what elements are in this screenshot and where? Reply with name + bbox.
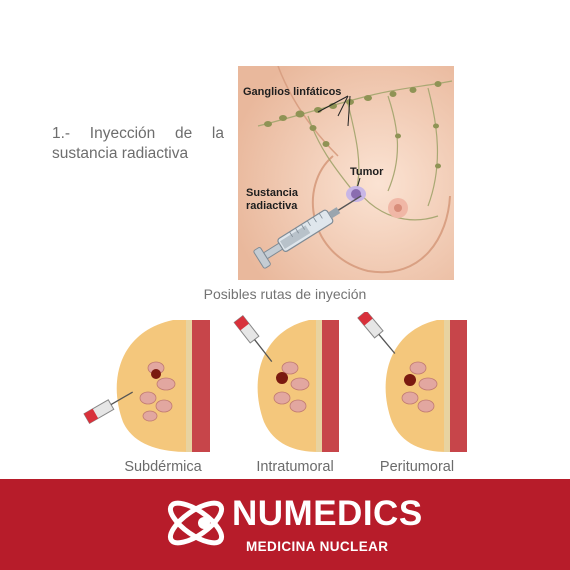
route-diagram-intratumoral (224, 312, 344, 457)
syringe-icon (253, 195, 362, 269)
label-tumor: Tumor (350, 166, 384, 178)
brand-tagline: MEDICINA NUCLEAR (246, 539, 389, 554)
routes-title: Posibles rutas de inyeción (203, 286, 367, 302)
tumor (151, 369, 161, 379)
step-title-line1: 1.- Inyección de la (52, 125, 224, 142)
needle-icon (357, 312, 396, 354)
route-label-intratumoral: Intratumoral (256, 459, 334, 475)
injection-illustration (238, 66, 454, 280)
route-label-subdermal: Subdérmica (124, 459, 202, 475)
tumor (351, 189, 361, 199)
needle-icon (233, 314, 273, 363)
step-title: 1.- Inyección de la sustancia radiactiva (52, 124, 224, 164)
lymph-nodes (264, 81, 442, 169)
tumor (276, 372, 288, 384)
footer-banner (0, 479, 570, 570)
step-title-line2: sustancia radiactiva (52, 145, 189, 162)
lobules (401, 361, 438, 413)
label-lymph-nodes: Ganglios linfáticos (243, 86, 342, 98)
route-diagram-subdermal (78, 312, 218, 457)
lobules (139, 361, 176, 422)
needle-icon (83, 391, 133, 425)
label-pointers (317, 95, 361, 193)
breast-contour (311, 155, 451, 274)
brand-name: NUMEDICS (232, 494, 423, 533)
route-diagram-peritumoral (352, 312, 472, 457)
breast-lymph-illustration (238, 66, 454, 280)
route-label-peritumoral: Peritumoral (379, 459, 455, 475)
numedics-logo-icon (160, 487, 232, 559)
tumor (404, 374, 416, 386)
label-substance: Sustancia radiactiva (246, 187, 298, 212)
lobules (273, 361, 310, 413)
